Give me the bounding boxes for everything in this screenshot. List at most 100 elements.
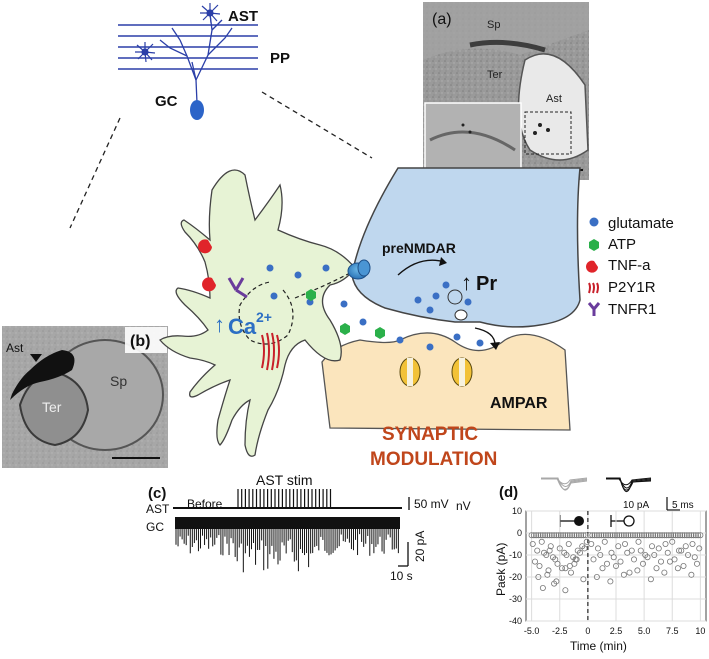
postsynaptic-terminal: [321, 332, 571, 431]
scatter-point: [559, 565, 566, 572]
scatter-point: [597, 552, 604, 559]
zoom-line-right: [261, 91, 373, 159]
scatter-point: [577, 549, 584, 556]
scatter-point: [537, 532, 544, 539]
ampar-receptor-icon: [399, 357, 473, 387]
calcium-arrow-icon: ↑: [214, 312, 225, 337]
synaptic-modulation-title-1: SYNAPTIC: [382, 424, 478, 445]
scatter-point: [669, 538, 676, 545]
scatter-point: [596, 532, 603, 539]
scatter-point: [617, 558, 624, 565]
legend-tnfr1-label: TNFR1: [608, 301, 656, 318]
scatter-point: [627, 532, 634, 539]
scatter-point: [571, 532, 578, 539]
scatter-point: [632, 532, 639, 539]
scatter-point: [691, 554, 698, 561]
scatter-point: [580, 532, 587, 539]
scatter-point: [601, 538, 608, 545]
granule-cell-soma: [190, 100, 204, 120]
scatter-point: [674, 532, 681, 539]
scatter-point: [653, 565, 660, 572]
scatter-point: [551, 580, 558, 587]
scatter-point: [620, 532, 627, 539]
scatter-point: [599, 565, 606, 572]
astrocyte-icon-left: [135, 42, 156, 63]
schematic-pp-label: PP: [270, 50, 290, 67]
scatter-point: [616, 532, 623, 539]
scatter-point: [670, 532, 677, 539]
scatter-point: [535, 532, 542, 539]
scatter-point: [625, 532, 632, 539]
scatter-point: [539, 532, 546, 539]
panel-a-label: (a): [432, 11, 452, 28]
scatter-point: [656, 532, 663, 539]
synaptic-modulation-title-2: MODULATION: [370, 449, 497, 470]
vesicle: [447, 289, 463, 305]
scatter-point: [681, 532, 688, 539]
panel-b-ast-label: Ast: [6, 341, 24, 355]
scatter-point: [573, 556, 580, 563]
tnfr1-receptor-icon-legend: [587, 302, 601, 316]
astrocyte-icon-top: [200, 3, 221, 24]
trace-gc-label: GC: [146, 520, 164, 534]
panel-b-label: (b): [130, 333, 150, 350]
tnfa-molecules: [198, 239, 216, 292]
scatter-point: [654, 532, 661, 539]
scatter-point: [688, 532, 695, 539]
scatter-point: [534, 547, 541, 554]
granule-cell-dendrites: [159, 13, 233, 104]
scale-mv-label: 50 mV: [414, 497, 449, 511]
scatter-point: [649, 543, 656, 550]
calcium-label: Ca: [228, 314, 257, 339]
calcium-superscript: 2+: [256, 309, 272, 325]
scatter-point: [667, 558, 674, 565]
scatter-point: [618, 532, 625, 539]
x-tick-label: 2.5: [610, 626, 623, 636]
pr-arrow-icon: ↑: [461, 270, 472, 295]
pipette-filled-icon: [559, 515, 584, 527]
ast-stim-label: AST stim: [256, 472, 313, 488]
scatter-point: [643, 532, 650, 539]
scatter-point: [548, 532, 555, 539]
scatter-point: [590, 556, 597, 563]
synapse-illustration: ↑ Ca 2+ preNMDAR ↑ Pr AMP: [159, 167, 581, 470]
atp-molecules: [306, 289, 385, 339]
tnfa-pacman-icon: [586, 260, 598, 273]
scatter-point: [564, 532, 571, 539]
scatter-point: [623, 532, 630, 539]
legend-atp-label: ATP: [608, 236, 636, 253]
scatter-point: [640, 560, 647, 567]
tnfr1-receptor-icon-synapse: [227, 277, 248, 299]
panel-a-micrograph: (a) Sp Ter Ast: [423, 2, 589, 180]
scatter-point: [578, 532, 585, 539]
scatter-point: [650, 532, 657, 539]
scatter-point: [638, 532, 645, 539]
atp-hexagon-icon: [589, 239, 599, 251]
y-tick-label: 10: [512, 506, 522, 516]
panel-b-sp-label: Sp: [110, 373, 127, 389]
scatter-point: [546, 532, 553, 539]
scatter-point: [647, 576, 654, 583]
schematic-gc-label: GC: [155, 93, 178, 110]
scatter-point: [609, 532, 616, 539]
y-tick-label: -10: [509, 550, 522, 560]
scatter-point: [556, 545, 563, 552]
scatter-point: [588, 541, 595, 548]
scatter-point: [566, 563, 573, 570]
schematic-ast-label: AST: [228, 8, 258, 25]
scatter-point: [661, 569, 668, 576]
scatter-point: [647, 532, 654, 539]
average-traces-before: [541, 477, 588, 491]
scatter-point: [553, 532, 560, 539]
legend-p2y1r-label: P2Y1R: [608, 279, 656, 296]
scatter-point: [573, 532, 580, 539]
scatter-point: [694, 560, 701, 567]
zoom-line-left: [69, 117, 121, 229]
scatter-point: [593, 532, 600, 539]
scatter-point: [689, 541, 696, 548]
scatter-point: [544, 532, 551, 539]
scatter-point: [575, 532, 582, 539]
scatter-point: [539, 585, 546, 592]
scatter-point: [635, 538, 642, 545]
